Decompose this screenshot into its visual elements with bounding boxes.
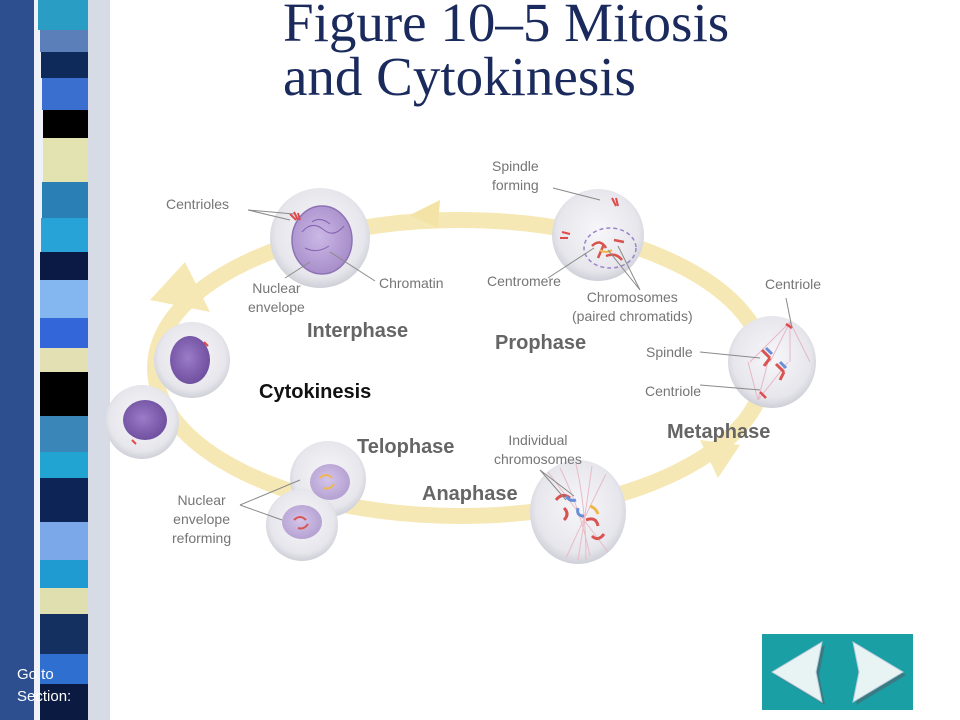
- cytokinesis-cells: [105, 322, 230, 459]
- label-spindle-forming-line-2: forming: [492, 177, 539, 193]
- telophase-cells: [266, 441, 366, 561]
- label-spindle-forming: Spindle forming: [492, 157, 539, 195]
- phase-telophase: Telophase: [357, 436, 455, 458]
- leader-lines: [239, 187, 793, 521]
- label-nuclear-envelope-line-1: Nuclear: [252, 280, 301, 296]
- phase-cytokinesis: Cytokinesis: [259, 381, 372, 403]
- back-button[interactable]: [762, 634, 837, 710]
- label-individual-line-2: chromosomes: [494, 451, 582, 467]
- label-nuclear-envelope: Nuclear envelope: [248, 279, 305, 317]
- interphase-cell: [270, 188, 370, 288]
- go-to-line-1: Go to: [17, 666, 54, 683]
- left-arrow-icon: [771, 640, 825, 705]
- label-reforming-line-1: Nuclear: [177, 492, 226, 508]
- label-centriole-bottom: Centriole: [645, 383, 702, 399]
- prophase-cell: [552, 189, 644, 281]
- label-chromosomes-line-2: (paired chromatids): [572, 308, 693, 324]
- forward-button[interactable]: [838, 634, 913, 710]
- label-reforming-line-3: reforming: [172, 530, 232, 546]
- title-line-1: Figure 10–5 Mitosis: [283, 0, 730, 53]
- sidebar-stripes: [0, 0, 110, 720]
- label-individual-chromosomes: Individual chromosomes: [494, 431, 582, 469]
- label-nuclear-envelope-reforming: Nuclear envelope reforming: [172, 491, 231, 548]
- phase-anaphase: Anaphase: [422, 483, 518, 505]
- label-nuclear-envelope-line-2: envelope: [248, 299, 305, 315]
- phase-prophase: Prophase: [495, 332, 587, 354]
- title-line-2: and Cytokinesis: [283, 46, 636, 107]
- label-reforming-line-2: envelope: [173, 511, 230, 527]
- phase-metaphase: Metaphase: [667, 421, 771, 443]
- label-chromosomes-line-1: Chromosomes: [586, 289, 678, 305]
- label-centriole-top: Centriole: [765, 276, 822, 292]
- go-to-section-link[interactable]: Go to Section:: [17, 664, 71, 708]
- mitosis-cycle-diagram: [105, 187, 816, 564]
- go-to-line-2: Section:: [17, 688, 72, 705]
- label-chromosomes: Chromosomes (paired chromatids): [572, 288, 693, 326]
- label-centromere: Centromere: [487, 273, 561, 289]
- label-individual-line-1: Individual: [508, 432, 568, 448]
- label-spindle-forming-line-1: Spindle: [492, 158, 539, 174]
- label-chromatin: Chromatin: [379, 275, 444, 291]
- label-spindle: Spindle: [646, 344, 693, 360]
- navigation-panel: [762, 634, 913, 710]
- label-centrioles: Centrioles: [166, 196, 230, 212]
- figure-title: Figure 10–5 Mitosis and Cytokinesis: [283, 0, 729, 104]
- right-arrow-icon: [852, 640, 906, 705]
- metaphase-cell: [728, 316, 816, 408]
- phase-interphase: Interphase: [307, 320, 409, 342]
